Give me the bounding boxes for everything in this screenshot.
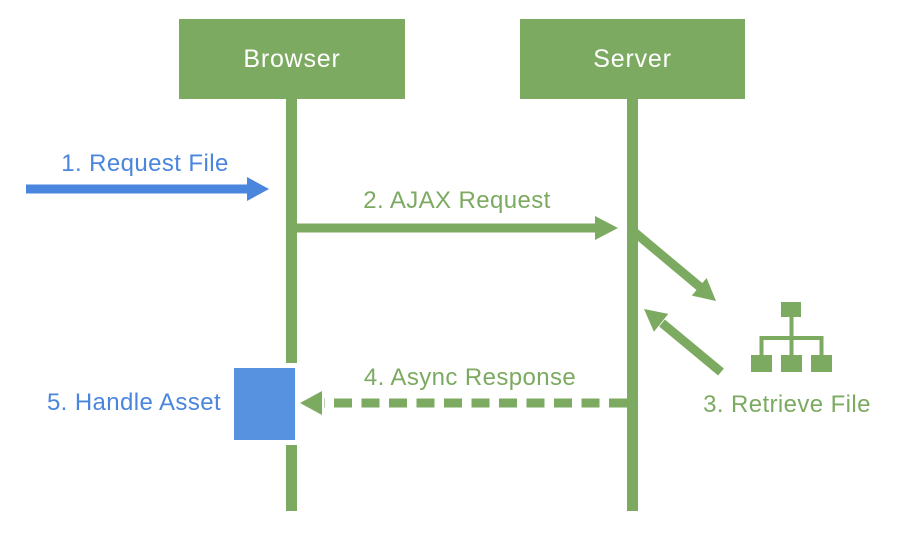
request-file-arrow	[26, 177, 269, 201]
step-label-async-response: 4. Async Response	[363, 364, 577, 391]
request-file-arrowhead	[247, 177, 269, 201]
server-fetch-arrow	[630, 227, 716, 301]
actor-box-server: Server	[520, 19, 745, 99]
ajax-request-arrow	[291, 216, 618, 240]
server-fetch-arrowhead	[691, 278, 716, 301]
step-label-ajax-request: 2. AJAX Request	[363, 187, 551, 214]
server-lifeline	[627, 99, 638, 511]
browser-lifeline-lower	[286, 445, 297, 511]
step-label-request-file: 1. Request File	[61, 150, 229, 177]
async-response-arrowhead	[300, 391, 322, 415]
actor-label-server: Server	[593, 44, 672, 73]
sitemap-icon	[751, 302, 832, 372]
step-label-retrieve-file: 3. Retrieve File	[703, 391, 871, 418]
retrieve-file-arrow	[644, 309, 724, 376]
actor-box-browser: Browser	[179, 19, 405, 99]
actor-label-browser: Browser	[243, 44, 341, 73]
retrieve-file-arrowhead	[644, 309, 669, 332]
ajax-request-arrowhead	[595, 216, 618, 240]
step-label-handle-asset: 5. Handle Asset	[46, 389, 222, 416]
activation-box	[234, 368, 295, 440]
async-response-arrow	[300, 391, 627, 415]
